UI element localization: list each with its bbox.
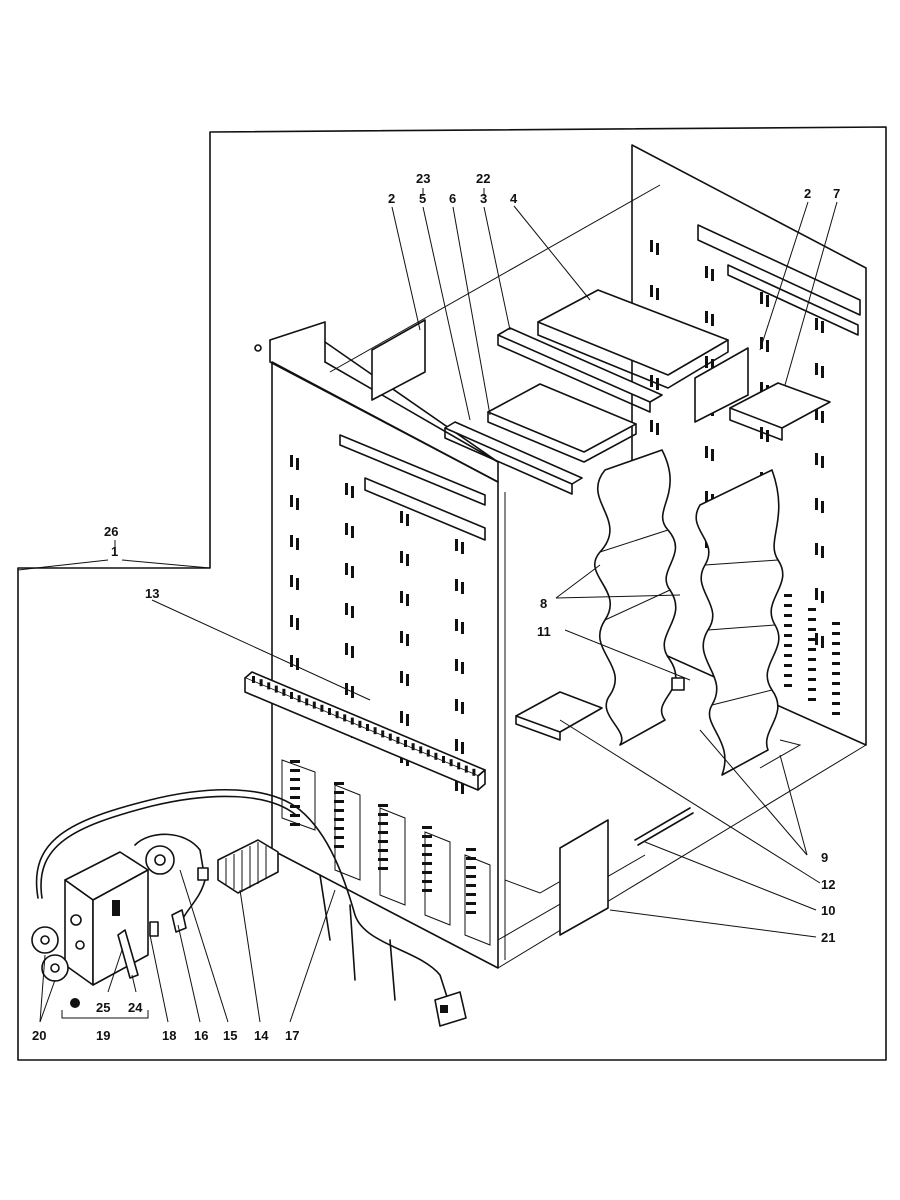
callout-23: 23 bbox=[416, 171, 430, 186]
callout-11: 11 bbox=[537, 624, 551, 639]
callout-24: 24 bbox=[128, 1000, 143, 1015]
callout-22: 22 bbox=[476, 171, 490, 186]
callout-2-right: 2 bbox=[804, 186, 811, 201]
callout-18: 18 bbox=[162, 1028, 176, 1043]
callout-21: 21 bbox=[821, 930, 835, 945]
callout-9: 9 bbox=[821, 850, 828, 865]
callout-5: 5 bbox=[419, 191, 426, 206]
callout-labels: 23 5 22 3 2 6 4 2 7 26 1 13 8 11 9 12 10… bbox=[32, 171, 840, 1043]
callout-2-left: 2 bbox=[388, 191, 395, 206]
callout-12: 12 bbox=[821, 877, 835, 892]
callout-20: 20 bbox=[32, 1028, 46, 1043]
cabinet-body bbox=[254, 144, 867, 1001]
callout-4: 4 bbox=[510, 191, 518, 206]
callout-15: 15 bbox=[223, 1028, 237, 1043]
callout-1: 1 bbox=[111, 544, 118, 559]
control-unit-assembly bbox=[31, 788, 467, 1027]
callout-19: 19 bbox=[96, 1028, 110, 1043]
callout-25: 25 bbox=[96, 1000, 110, 1015]
bottom-parts bbox=[515, 691, 694, 936]
callout-13: 13 bbox=[145, 586, 159, 601]
callout-26: 26 bbox=[104, 524, 118, 539]
callout-8: 8 bbox=[540, 596, 547, 611]
leader-lines bbox=[17, 188, 838, 1023]
part-13-bar bbox=[244, 671, 486, 791]
top-shelf-components bbox=[371, 289, 831, 495]
callout-3: 3 bbox=[480, 191, 487, 206]
callout-10: 10 bbox=[821, 903, 835, 918]
product-holder-spirals bbox=[593, 449, 784, 776]
callout-7: 7 bbox=[833, 186, 840, 201]
callout-14: 14 bbox=[254, 1028, 269, 1043]
callout-6: 6 bbox=[449, 191, 456, 206]
callout-16: 16 bbox=[194, 1028, 208, 1043]
callout-17: 17 bbox=[285, 1028, 299, 1043]
